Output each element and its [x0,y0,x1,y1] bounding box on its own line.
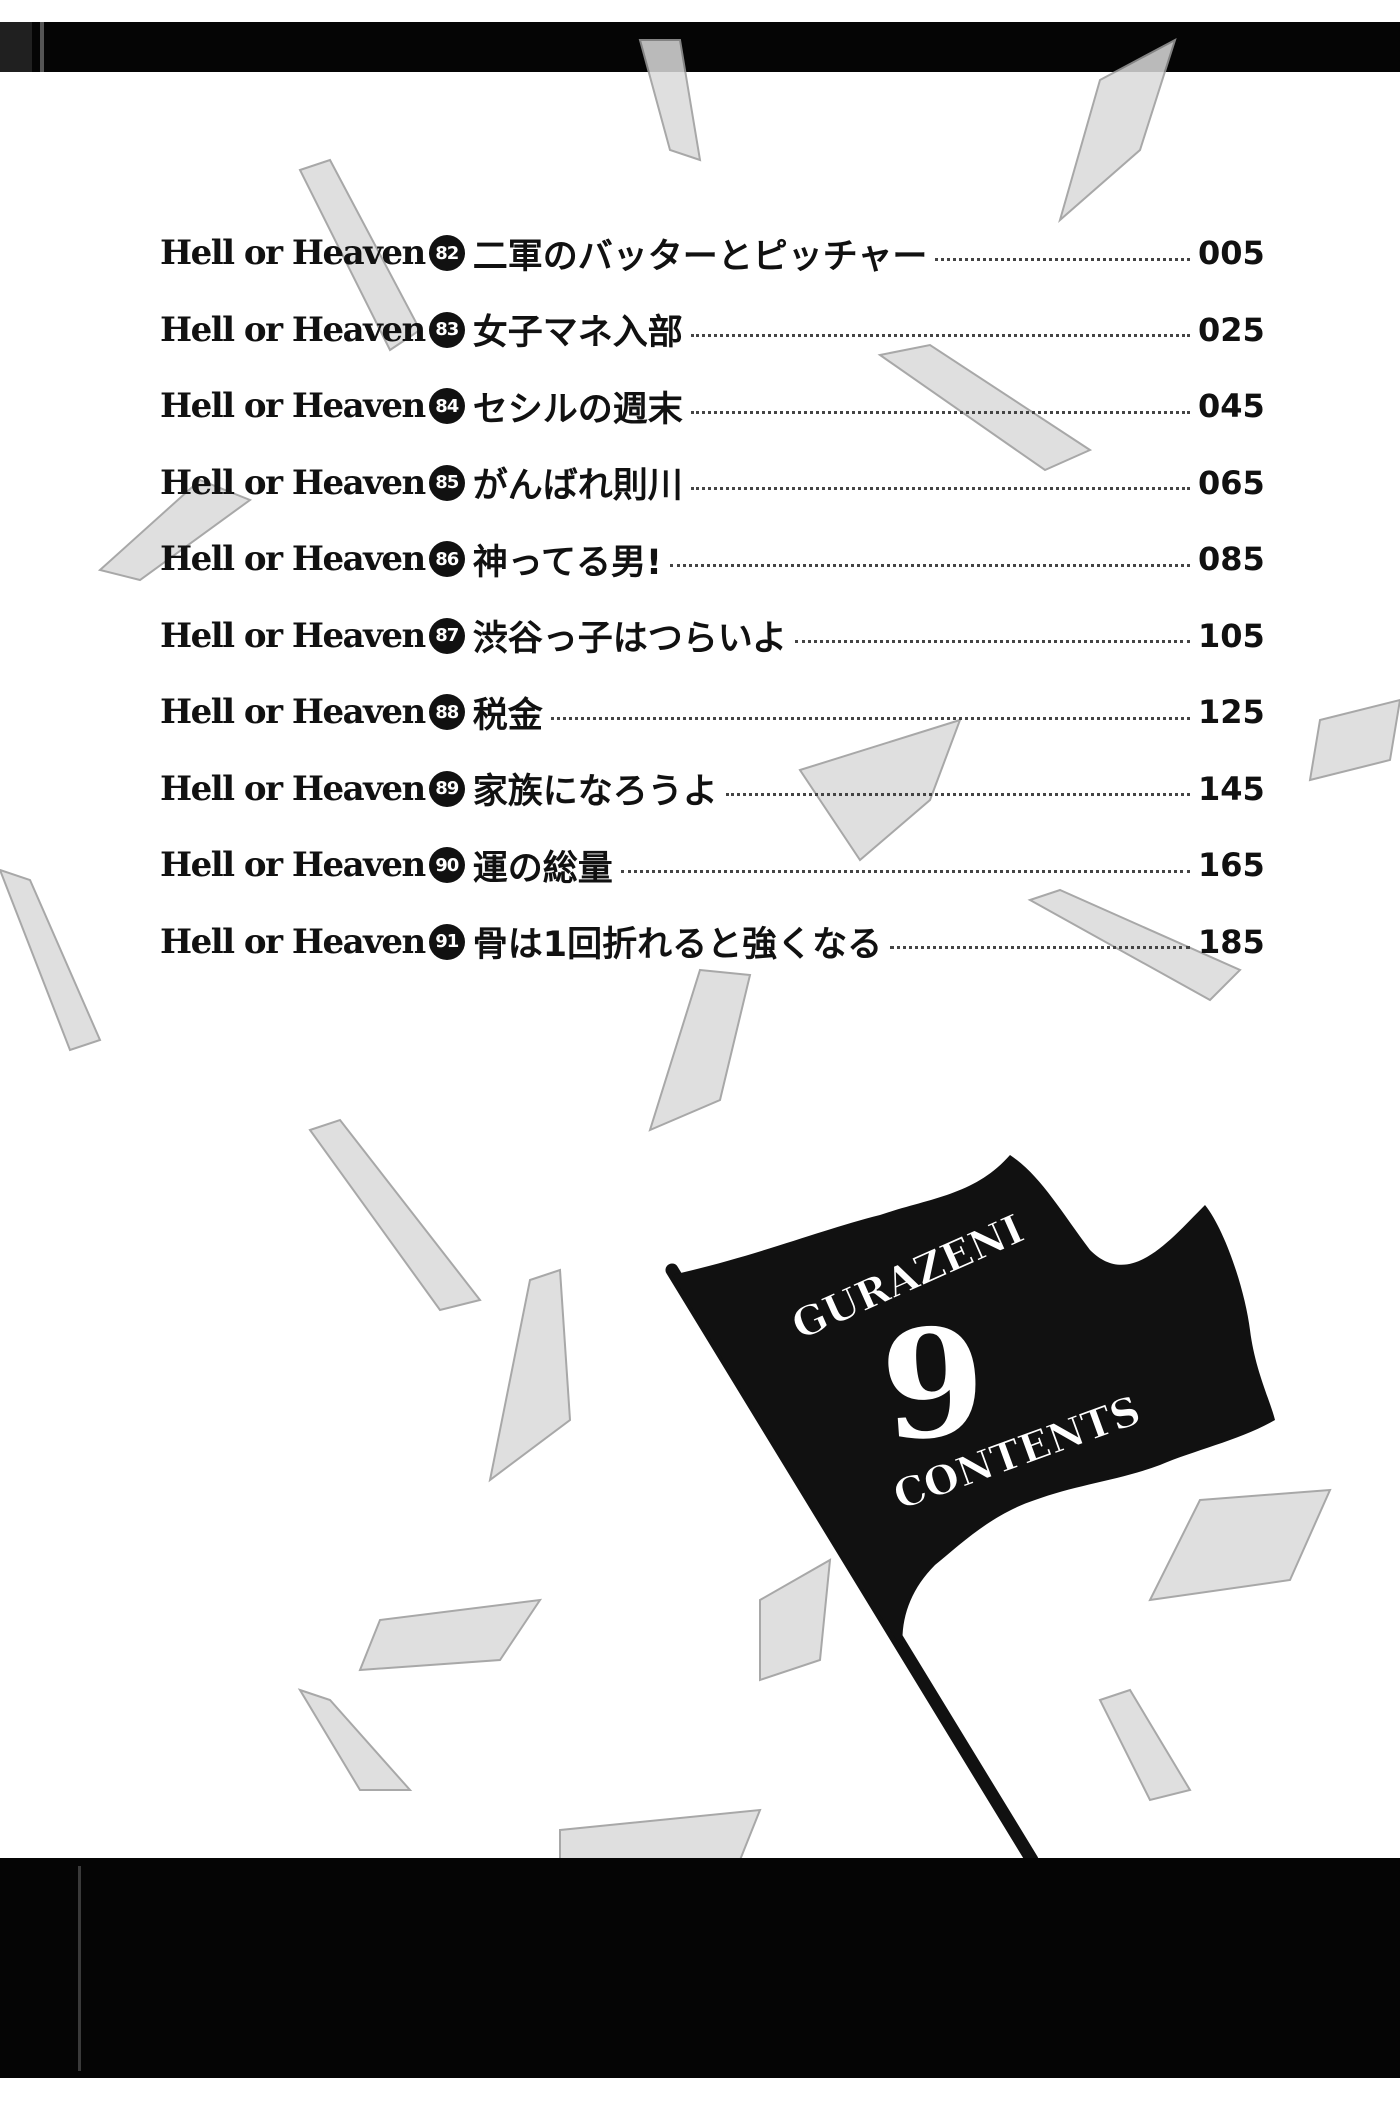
chapter-number-badge: 89 [428,770,465,807]
toc-entry[interactable]: Hell or Heaven 90 運の総量 165 [160,827,1265,904]
dotted-leader [690,487,1190,491]
toc-entry[interactable]: Hell or Heaven 84 セシルの週末 045 [160,368,1265,445]
dotted-leader [690,334,1190,338]
chapter-number-badge: 86 [428,541,465,578]
bill-illustration [1027,888,1242,1002]
page-number: 165 [1198,846,1265,885]
dotted-leader [620,869,1190,873]
series-name: Hell or Heaven [160,845,426,886]
page-number: 025 [1198,310,1265,349]
chapter-number-badge: 88 [428,694,465,731]
toc-entry[interactable]: Hell or Heaven 82 二軍のバッターとピッチャー 005 [160,215,1265,292]
toc-entry[interactable]: Hell or Heaven 85 がんばれ則川 065 [160,445,1265,522]
bill-illustration [1148,1488,1332,1602]
bill-illustration [308,1118,482,1312]
chapter-title: 渋谷っ子はつらいよ [472,619,788,660]
table-of-contents: Hell or Heaven 82 二軍のバッターとピッチャー 005 Hell… [160,215,1265,981]
chapter-number-badge: 85 [428,464,465,501]
page-number: 145 [1198,769,1265,808]
top-band-notch [40,22,44,72]
chapter-title: 二軍のバッターとピッチャー [472,236,928,277]
top-band-edge [0,22,32,72]
toc-entry[interactable]: Hell or Heaven 86 神ってる男! 085 [160,521,1265,598]
chapter-number-badge: 84 [428,388,465,425]
bill-illustration [358,1598,543,1672]
bottom-band-seam [78,1866,81,2071]
bill-illustration [648,968,752,1132]
chapter-title: 骨は1回折れると強くなる [472,925,883,966]
chapter-title: がんばれ則川 [472,466,683,507]
page-number: 005 [1198,234,1265,273]
series-name: Hell or Heaven [160,233,426,274]
chapter-number-badge: 87 [428,617,465,654]
chapter-number-badge: 91 [428,923,465,960]
flag-volume-number: 9 [875,1293,991,1476]
page-number: 105 [1198,616,1265,655]
bill-illustration [1308,698,1400,782]
dotted-leader [935,257,1190,261]
chapter-number-badge: 90 [428,847,465,884]
bill-illustration [488,1268,572,1483]
series-name: Hell or Heaven [160,615,426,656]
series-name: Hell or Heaven [160,692,426,733]
bill-illustration [297,1688,413,1791]
chapter-number-badge: 82 [428,235,465,272]
dotted-leader [725,793,1190,797]
toc-entry[interactable]: Hell or Heaven 87 渋谷っ子はつらいよ 105 [160,598,1265,675]
dotted-leader [550,716,1190,720]
flag-cloth [672,1155,1275,1650]
toc-entry[interactable]: Hell or Heaven 91 骨は1回折れると強くなる 185 [160,904,1265,981]
chapter-number-badge: 83 [428,311,465,348]
page-number: 125 [1198,693,1265,732]
chapter-title: 税金 [472,695,543,736]
page-number: 045 [1198,387,1265,426]
bill-illustration [638,39,702,162]
chapter-title: 家族になろうよ [472,772,718,813]
bill-illustration [1098,1688,1192,1802]
page-number: 085 [1198,540,1265,579]
chapter-title: 女子マネ入部 [472,313,683,354]
page-number: 185 [1198,922,1265,961]
bottom-black-band [0,1858,1400,2078]
chapter-title: セシルの週末 [472,389,683,430]
series-name: Hell or Heaven [160,768,426,809]
series-name: Hell or Heaven [160,539,426,580]
bill-illustration [877,343,1093,472]
dotted-leader [669,563,1190,567]
dotted-leader [690,410,1190,414]
bill-illustration [0,868,102,1052]
toc-entry[interactable]: Hell or Heaven 88 税金 125 [160,674,1265,751]
page-number: 065 [1198,463,1265,502]
chapter-title: 神ってる男! [472,542,662,583]
bill-illustration [298,158,422,352]
series-name: Hell or Heaven [160,386,426,427]
bill-illustration [759,1558,832,1682]
bill-illustration [798,718,962,862]
bill-illustration [1058,37,1177,223]
bill-illustration [97,478,253,582]
series-name: Hell or Heaven [160,921,426,962]
dotted-leader [890,946,1190,950]
toc-entry[interactable]: Hell or Heaven 83 女子マネ入部 025 [160,292,1265,369]
series-name: Hell or Heaven [160,462,426,503]
chapter-title: 運の総量 [472,848,613,889]
dotted-leader [795,640,1190,644]
toc-entry[interactable]: Hell or Heaven 89 家族になろうよ 145 [160,751,1265,828]
series-name: Hell or Heaven [160,309,426,350]
